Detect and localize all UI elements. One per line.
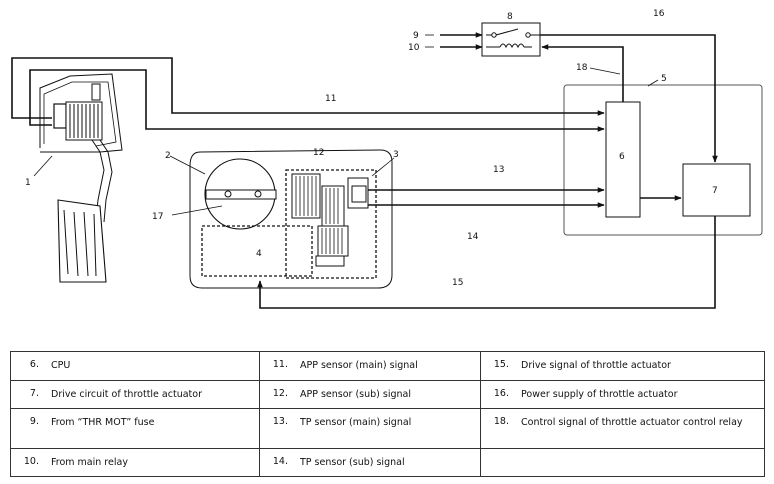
legend-cell: 6. CPU (10, 351, 260, 381)
legend-text: From “THR MOT” fuse (51, 417, 155, 428)
legend-row: 9. From “THR MOT” fuse 13. TP sensor (main… (10, 408, 765, 449)
legend-number: 12. (272, 388, 288, 399)
callout-12: 12 (313, 148, 324, 158)
line-app-main (11, 57, 605, 119)
callout-14: 14 (467, 232, 479, 242)
callout-5: 5 (661, 74, 667, 84)
legend-number: 16. (493, 388, 509, 399)
callout-10: 10 (408, 43, 420, 53)
throttle-control-diagram: 1 2 3 4 5 6 7 8 9 10 11 12 13 14 15 16 1… (11, 9, 763, 309)
line-power-supply (540, 34, 718, 163)
callout-6: 6 (619, 152, 625, 162)
legend-number: 9. (29, 416, 39, 427)
legend-cell (480, 448, 765, 477)
legend-cell: 13. TP sensor (main) signal (259, 408, 481, 449)
legend-text: TP sensor (main) signal (300, 417, 412, 428)
line-drive-signal (257, 216, 716, 309)
callout-18: 18 (576, 63, 588, 73)
legend-row: 7. Drive circuit of throttle actuator 12.… (10, 380, 765, 409)
line-app-sub (29, 69, 605, 132)
callout-9: 9 (413, 31, 419, 41)
legend-number: 6. (29, 359, 39, 370)
legend-cell: 14. TP sensor (sub) signal (259, 448, 481, 477)
callout-2: 2 (165, 151, 171, 161)
callout-4: 4 (256, 249, 262, 259)
legend-number: 11. (272, 359, 288, 370)
legend-row: 6. CPU 11. APP sensor (main) signal 15. Dri… (10, 351, 765, 381)
accelerator-pedal-icon (39, 73, 123, 283)
callout-1: 1 (25, 178, 31, 188)
legend-text: APP sensor (sub) signal (300, 389, 412, 400)
callout-16: 16 (653, 9, 665, 19)
legend-number: 13. (272, 416, 288, 427)
legend-text: APP sensor (main) signal (300, 360, 418, 371)
legend-cell: 10. From main relay (10, 448, 260, 477)
legend-number: 10. (23, 456, 39, 467)
callout-11: 11 (325, 94, 336, 104)
leader-lines (33, 34, 659, 216)
legend-cell: 15. Drive signal of throttle actuator (480, 351, 765, 381)
legend-text: CPU (51, 360, 71, 371)
legend-cell: 7. Drive circuit of throttle actuator (10, 380, 260, 409)
legend-number: 15. (493, 359, 509, 370)
legend-row: 10. From main relay 14. TP sensor (sub) si… (10, 448, 765, 477)
legend-cell: 11. APP sensor (main) signal (259, 351, 481, 381)
legend-cell: 16. Power supply of throttle actuator (480, 380, 765, 409)
callout-7: 7 (712, 186, 718, 196)
callout-8: 8 (507, 12, 513, 22)
legend-text: From main relay (51, 457, 128, 468)
legend-number: 7. (29, 388, 39, 399)
legend-number: 14. (272, 456, 288, 467)
legend-text: Control signal of throttle actuator cont… (521, 417, 743, 428)
legend-table: 6. CPU 11. APP sensor (main) signal 15. Dri… (10, 351, 765, 477)
drive-circuit-block (682, 163, 751, 217)
line-relay-control (541, 44, 624, 102)
throttle-body-icon (189, 149, 393, 289)
callout-17: 17 (152, 212, 163, 222)
legend-cell: 12. APP sensor (sub) signal (259, 380, 481, 409)
legend-text: Power supply of throttle actuator (521, 389, 678, 400)
ecm-box (563, 84, 763, 236)
legend-number: 18. (493, 416, 509, 427)
legend-text: TP sensor (sub) signal (300, 457, 405, 468)
throttle-relay (481, 22, 541, 57)
legend-text: Drive circuit of throttle actuator (51, 389, 202, 400)
legend-cell: 9. From “THR MOT” fuse (10, 408, 260, 449)
legend-text: Drive signal of throttle actuator (521, 360, 671, 371)
callout-15: 15 (452, 278, 463, 288)
callout-13: 13 (493, 165, 504, 175)
callout-3: 3 (393, 150, 399, 160)
legend-cell: 18. Control signal of throttle actuator c… (480, 408, 765, 449)
